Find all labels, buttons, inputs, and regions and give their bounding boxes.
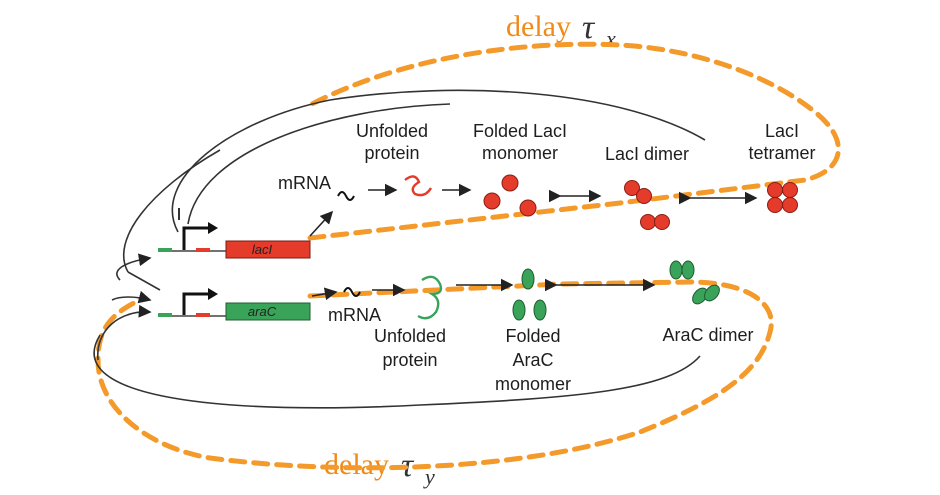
delay-loop-x xyxy=(307,41,841,241)
arac-activation-curve-top xyxy=(122,149,221,273)
laci-folded-line2: monomer xyxy=(482,143,558,163)
arac-mrna-label: mRNA xyxy=(328,305,381,325)
tau-subscript-y: y xyxy=(423,464,435,489)
laci-tetramer-line1: LacI xyxy=(765,121,799,141)
laci-mrna-squiggle-icon xyxy=(337,191,355,201)
arac-gene-label: araC xyxy=(248,304,277,319)
laci-repression-curve-outer xyxy=(171,89,706,233)
arac-mrna-squiggle-icon xyxy=(343,287,361,297)
arac-folded-line3: monomer xyxy=(495,374,571,394)
arac-to-arac-promoter xyxy=(111,290,152,304)
delay-loop-y xyxy=(95,279,774,471)
arac-promoter-arrow-icon xyxy=(182,292,210,315)
arac-operator-red xyxy=(196,313,210,317)
arac-gene-box xyxy=(225,302,311,321)
laci-mrna-label: mRNA xyxy=(278,173,331,193)
arac-feedback-curve xyxy=(93,334,701,409)
delay-word-top: delay xyxy=(506,10,571,43)
arac-monomer-icon xyxy=(512,268,547,321)
laci-gene-label: lacI xyxy=(252,242,273,257)
laci-monomer-icon xyxy=(483,174,537,217)
laci-repression-curve-inner xyxy=(187,103,451,225)
tau-symbol-top: τ xyxy=(582,9,596,46)
laci-unfolded-line2: protein xyxy=(364,143,419,163)
arac-transcription-arrow xyxy=(311,287,338,301)
arac-unfolded-line1: Unfolded xyxy=(374,326,446,346)
arac-dimer-label: AraC dimer xyxy=(662,325,753,345)
laci-dimer-label: LacI dimer xyxy=(605,144,689,164)
laci-folded-line1: Folded LacI xyxy=(473,121,567,141)
activation-split xyxy=(127,271,161,291)
tau-symbol-bottom: τ xyxy=(401,447,415,484)
arac-gene-construct: araC xyxy=(158,288,311,321)
laci-unfolded-line1: Unfolded xyxy=(356,121,428,141)
repression-to-arac-promoter xyxy=(97,304,152,361)
delay-word-bottom: delay xyxy=(324,448,389,481)
laci-unfolded-protein-icon xyxy=(404,175,433,197)
arac-unfolded-protein-icon xyxy=(417,275,443,320)
laci-gene-construct: lacI xyxy=(158,208,311,259)
arac-folded-line2: AraC xyxy=(512,350,553,370)
tau-subscript-x: x xyxy=(605,26,616,51)
arac-folded-line1: Folded xyxy=(505,326,560,346)
arac-to-laci-promoter xyxy=(116,253,152,281)
arac-dimer-icon xyxy=(669,260,720,305)
delay-tau-y-label: delay τ y xyxy=(324,447,435,489)
laci-tetramer-icon xyxy=(767,182,798,213)
laci-operator-green xyxy=(158,248,172,252)
arac-operator-green xyxy=(158,313,172,317)
arac-unfolded-line2: protein xyxy=(382,350,437,370)
laci-tetramer-line2: tetramer xyxy=(748,143,815,163)
laci-operator-red xyxy=(196,248,210,252)
delay-tau-x-label: delay τ x xyxy=(506,9,616,51)
laci-gene-box xyxy=(225,240,311,259)
laci-promoter-arrow-icon xyxy=(182,226,210,250)
laci-dimer-icon xyxy=(624,180,670,230)
laci-transcription-arrow xyxy=(309,210,334,237)
